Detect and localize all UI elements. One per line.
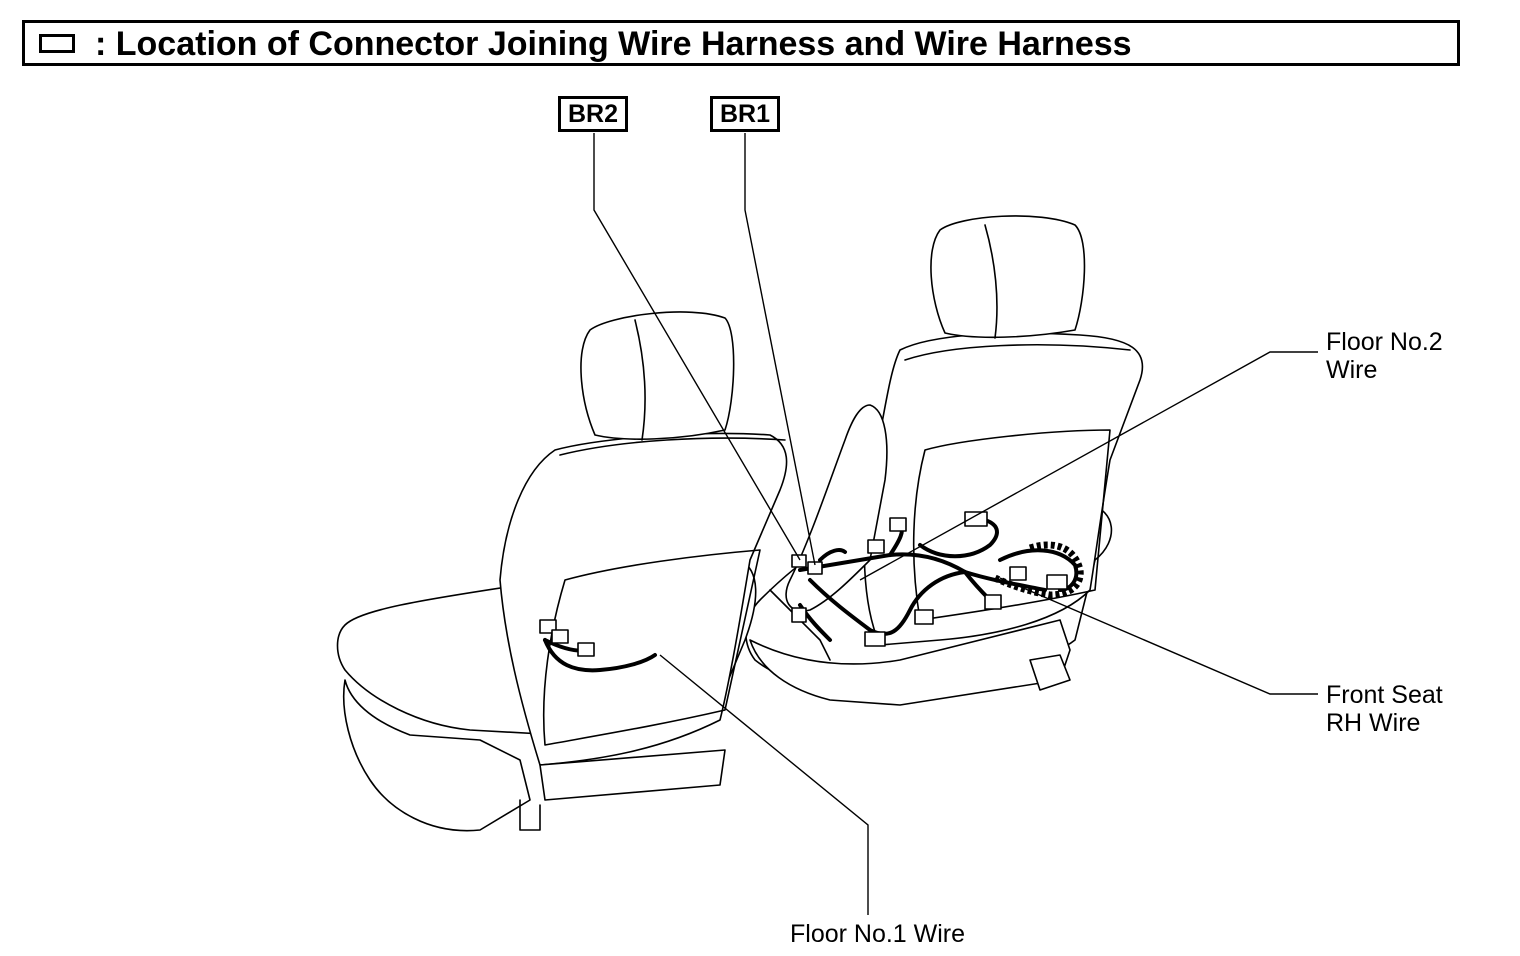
wire-label-floor-no2-line2: Wire [1326,356,1378,384]
left-seat-backrest-seam [559,437,786,456]
left-seat-backrest-panel [542,549,761,746]
left-seat-headrest [580,311,735,440]
rh-connector-3 [964,511,988,527]
wire-label-floor-no2-line1: Floor No.2 [1326,328,1443,356]
right-seat-backrest-seam [904,344,1131,361]
rh-connector-8 [864,631,886,647]
right-seat-headrest [930,215,1086,339]
br2-leader-line [593,133,801,561]
right-seat-lower-rail [769,589,831,661]
wire-label-front-seat-rh-line1: Front Seat [1326,681,1443,709]
floor-no1-harness [539,619,657,673]
rh-connector-7 [914,609,934,625]
front-seat-rh-leader-line [999,577,1318,695]
legend-square-icon [39,34,75,53]
left-seat-leg [519,799,541,831]
left-seat-lower-frame [539,749,726,801]
br1-leader-line [744,133,816,566]
left-seat-base [342,679,531,832]
connector-label-br1: BR1 [710,96,780,132]
right-seat-headrest-shade [984,224,998,339]
rh-connector-6 [984,594,1002,610]
rh-connector-1 [889,517,907,532]
wire-label-front-seat-rh: Front Seat RH Wire [1326,681,1443,737]
rh-connector-4 [1009,566,1027,581]
front-seat-rh-harness [791,511,1084,647]
right-seat-leg [1029,654,1071,691]
left-seat-backrest [499,432,788,766]
right-seat-base [749,619,1071,706]
left-seat-illustration [336,311,788,832]
left-seat-headrest-shade [634,319,646,441]
floor-no2-leader-line [859,351,1318,581]
rh-connector-9 [791,607,807,623]
right-seat-backrest-panel [912,429,1111,621]
header-box: : Location of Connector Joining Wire Har… [22,20,1460,66]
wire-label-front-seat-rh-line2: RH Wire [1326,709,1421,737]
wire-label-floor-no2: Floor No.2 Wire [1326,328,1443,384]
floor-no1-connector-2 [551,629,569,644]
right-seat-illustration [745,215,1144,706]
wire-label-floor-no1: Floor No.1 Wire [790,920,966,948]
connector-label-br2: BR2 [558,96,628,132]
rh-connector-2 [867,539,885,554]
floor-no1-leader-line [659,654,869,915]
page-title: : Location of Connector Joining Wire Har… [95,25,1132,63]
right-seat-backrest [863,332,1144,646]
br2-connector [791,554,807,568]
floor-no1-connector-3 [577,642,595,657]
rh-connector-5 [1046,574,1068,590]
